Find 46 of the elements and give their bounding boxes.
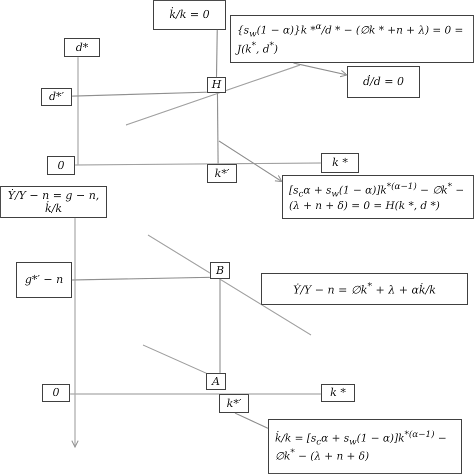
- label-box: [42, 384, 70, 402]
- arrow: [218, 140, 283, 182]
- label-box: [47, 156, 75, 175]
- math-label: k̇/k = 0: [169, 8, 210, 22]
- math-label: Ẏ/Y − n = ∅k$^{*}$ + λ + αk̇/k: [293, 281, 436, 297]
- math-label: H: [212, 78, 222, 92]
- equation-text: {s$_{w}$(1 − α)}k *$^{α}$/d * − (∅k * +n + λ) = 0 = J(k$^{*}$, d$^{*}$): [237, 22, 464, 56]
- math-label: k *: [330, 386, 346, 400]
- math-label: g*′ − n: [24, 273, 64, 287]
- label-box: [16, 262, 72, 298]
- label-box: [0, 186, 107, 218]
- connector-line: [219, 279, 221, 373]
- equation-text: k̇/k = [s$_{c}$α + s$_{w}$(1 − α)]k$^{*(α−1)}$ − ∅k$^{*}$ − (λ + n + δ): [275, 430, 448, 464]
- equation-box: [282, 175, 474, 219]
- equation-box: [230, 15, 474, 63]
- label-box: [219, 394, 249, 413]
- label-box: [210, 262, 230, 279]
- arrow: [293, 62, 348, 78]
- math-label: k *: [332, 156, 348, 170]
- math-label: B: [216, 264, 224, 278]
- math-label: k*′: [214, 166, 230, 180]
- label-box: [64, 38, 100, 57]
- connector-line: [72, 276, 210, 281]
- label-box: [41, 88, 72, 106]
- math-label: ḋ/d = 0: [363, 75, 404, 89]
- math-label: A: [212, 374, 220, 388]
- label-box: [153, 0, 226, 30]
- equation-box: [268, 419, 462, 474]
- connector-line: [216, 93, 219, 164]
- math-label: d*: [76, 40, 88, 54]
- label-box: [347, 66, 420, 98]
- math-label: 0: [52, 386, 60, 400]
- connector-line: [72, 92, 208, 97]
- connector-line: [234, 412, 268, 429]
- label-box: [321, 153, 359, 173]
- math-label: 0: [58, 158, 64, 172]
- connector-line: [216, 30, 218, 78]
- label-box: [207, 164, 237, 183]
- math-label: Ẏ/Y − n = g − n, k̇/k: [6, 188, 100, 216]
- label-box: [207, 77, 226, 93]
- label-box: [206, 373, 226, 390]
- label-box: [321, 384, 355, 402]
- math-label: d*′: [48, 90, 64, 104]
- math-label: k*′: [226, 396, 242, 410]
- label-box: [261, 273, 468, 305]
- equation-text: [s$_{c}$α + s$_{w}$(1 − α)]k$^{*(α−1)}$ − ∅k$^{*}$ − (λ + n + δ) = 0 = H(k *, d *): [289, 182, 466, 212]
